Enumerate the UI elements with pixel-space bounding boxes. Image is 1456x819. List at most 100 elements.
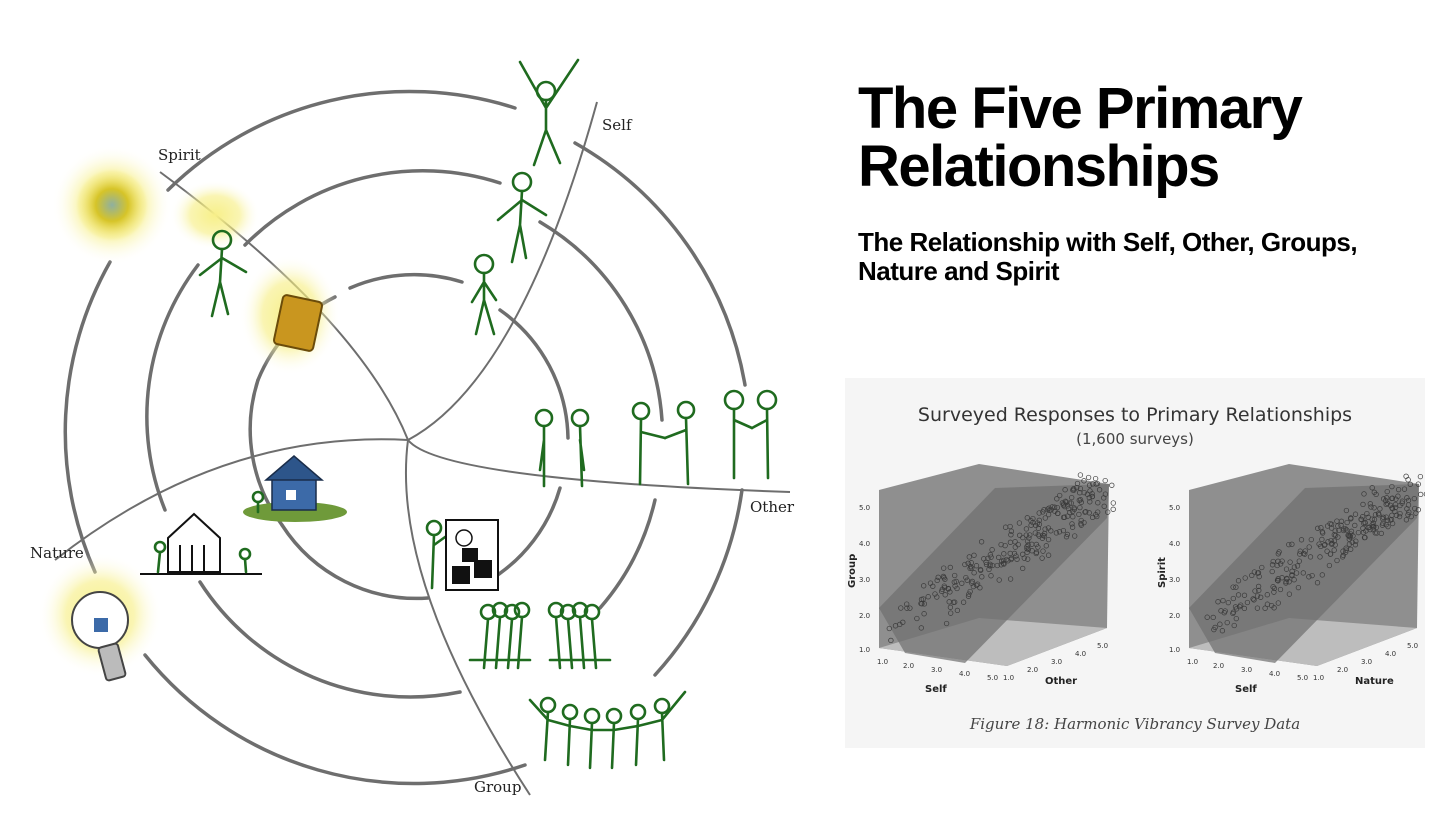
scatter-point: [1294, 563, 1301, 569]
scatter-point: [1096, 487, 1103, 493]
scatter-point: [965, 560, 971, 566]
scatter-point: [994, 562, 1000, 569]
scatter-point: [1389, 483, 1395, 490]
scatter-point: [1365, 525, 1371, 531]
scatter-point: [1070, 508, 1076, 514]
axis-name-y: Other: [1045, 676, 1077, 687]
scatter-point: [1059, 500, 1066, 506]
scatter-point: [963, 574, 969, 581]
concentric-rings: [63, 89, 747, 786]
scatter-point: [1395, 486, 1402, 493]
tick-y: 3.0: [1361, 658, 1372, 666]
scatter-point: [1095, 509, 1101, 515]
scatter-point: [1279, 558, 1285, 564]
tick-z: 2.0: [859, 612, 870, 620]
scatter-point: [1013, 553, 1019, 559]
scatter-point: [918, 625, 924, 631]
scatter-point: [941, 575, 947, 581]
scatter-point: [1040, 548, 1046, 554]
scatter-point: [935, 574, 941, 580]
scatter-point: [1001, 551, 1007, 557]
scatter-point: [1256, 573, 1262, 580]
scatter-point: [1095, 500, 1101, 506]
scatter-point: [1372, 512, 1379, 518]
scatter-point: [1405, 502, 1412, 508]
scatter-point: [1087, 488, 1093, 494]
scatter-point: [1338, 518, 1345, 524]
scatter-point: [996, 577, 1002, 583]
scatter-point: [1353, 538, 1359, 544]
scatter-point: [1083, 509, 1089, 515]
scatter-point: [1287, 559, 1293, 565]
scatter-point: [1255, 570, 1262, 576]
nature-figures: [153, 490, 265, 574]
scatter-point: [1361, 534, 1368, 541]
label-self: Self: [602, 116, 633, 134]
scatter-point: [1231, 622, 1237, 629]
scatter-point: [1404, 495, 1410, 501]
tick-x: 5.0: [987, 674, 998, 682]
axis-name-z: Group: [847, 554, 858, 588]
group-crowd-middle-right: [547, 601, 612, 670]
scatter-point: [1392, 501, 1399, 508]
scatter-point: [1275, 551, 1281, 557]
tick-x: 5.0: [1297, 674, 1308, 682]
scatter-point: [1295, 584, 1302, 591]
scatter-point: [1385, 523, 1391, 530]
scatter-point: [974, 581, 981, 587]
scatter-point: [1360, 501, 1366, 508]
scatter-point: [1250, 596, 1256, 602]
scatter-point: [1036, 533, 1042, 539]
scatter-point: [1024, 538, 1031, 544]
scatter-point: [1251, 597, 1257, 603]
scatter-point: [1376, 512, 1382, 518]
blue-house-icon: [243, 455, 347, 522]
scatter-point: [1359, 514, 1366, 520]
lightbulb-icon: [38, 553, 162, 682]
ring-middle: [598, 498, 657, 610]
scatter-point: [996, 554, 1002, 561]
scatter-point: [1377, 506, 1383, 512]
scatter-point: [1403, 473, 1409, 479]
scatter-point: [1319, 536, 1325, 543]
scatter-point: [1355, 529, 1362, 536]
scatter-point: [1241, 605, 1248, 612]
scatter-point: [1057, 492, 1063, 499]
scatter-point: [1332, 542, 1338, 548]
scatter-point: [1403, 517, 1410, 523]
scatter-point: [1077, 485, 1084, 492]
plot-right-points: [1204, 473, 1425, 634]
scatter-point: [1071, 505, 1077, 511]
scatter-point: [1318, 525, 1324, 531]
scatter-point: [1275, 578, 1281, 584]
scatter-plots: 5.0 4.0 3.0 2.0 1.0 1.0 2.0 3.0 4.0 5.0 …: [847, 464, 1425, 695]
plot-group: 5.0 4.0 3.0 2.0 1.0 1.0 2.0 3.0 4.0 5.0 …: [847, 464, 1116, 695]
survey-figure: Surveyed Responses to Primary Relationsh…: [845, 378, 1425, 748]
tick-z: 3.0: [1169, 576, 1180, 584]
scatter-point: [1384, 495, 1390, 501]
scatter-point: [1087, 499, 1093, 505]
scatter-point: [1060, 527, 1067, 534]
scatter-point: [1350, 533, 1356, 539]
label-spirit: Spirit: [158, 146, 201, 164]
figure-caption: Figure 18: Harmonic Vibrancy Survey Data: [969, 715, 1301, 733]
scatter-point: [1388, 516, 1395, 523]
scatter-point: [1036, 521, 1043, 527]
scatter-point: [947, 589, 953, 595]
ring-inner: [488, 486, 562, 582]
scatter-point: [1298, 537, 1305, 543]
scatter-point: [1322, 541, 1328, 548]
scatter-point: [960, 599, 967, 605]
scatter-point: [1309, 572, 1315, 579]
scatter-point: [1395, 493, 1401, 499]
spoke-nature: [54, 438, 409, 561]
scatter-point: [941, 565, 947, 571]
scatter-point: [1408, 513, 1414, 520]
scatter-point: [1399, 498, 1406, 504]
other-pair-middle: [631, 400, 696, 486]
scatter-point: [1393, 512, 1400, 518]
scatter-point: [1256, 587, 1262, 594]
tick-z: 1.0: [859, 646, 870, 654]
scatter-point: [952, 572, 958, 579]
scatter-point: [1074, 484, 1080, 491]
